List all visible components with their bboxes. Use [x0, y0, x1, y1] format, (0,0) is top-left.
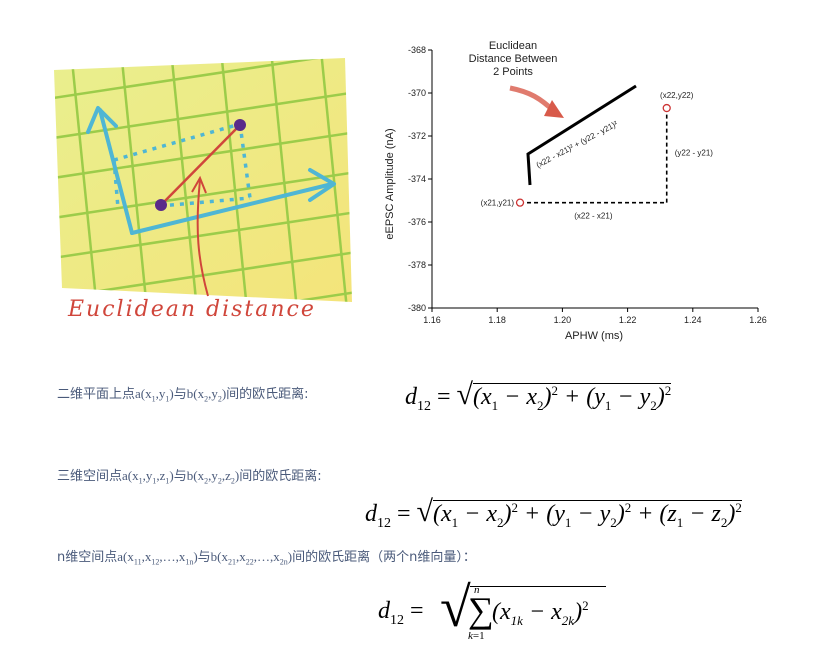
dy-label: (y22 - y21): [675, 148, 714, 157]
x-tick-label: 1.24: [684, 315, 702, 325]
y-tick-label: -376: [408, 217, 426, 227]
chart-title: Euclidean Distance Between 2 Points: [469, 40, 558, 78]
distance-line: [160, 124, 241, 206]
x-axis-label: APHW (ms): [565, 330, 623, 342]
x-tick-label: 1.26: [749, 315, 767, 325]
formula-3d: d12 = √(x1 − x2)2 + (y1 − y2)2 + (z1 − z…: [365, 495, 742, 531]
dotted-projection: [112, 122, 252, 209]
point-b: [234, 119, 246, 131]
grid-lines: [54, 58, 352, 302]
hypotenuse-bracket: [526, 84, 637, 186]
y-ticks: -368 -370 -372 -374 -376 -378 -380: [408, 45, 432, 313]
x-tick-label: 1.20: [554, 315, 572, 325]
euclidean-illustration: Euclidean distance: [54, 58, 352, 322]
hypotenuse-formula: (x22 - x21)² + (y22 - y21)²: [535, 119, 620, 170]
caption-2d: 二维平面上点a(x1,y1)与b(x2,y2)间的欧氏距离:: [57, 386, 309, 404]
y-tick-label: -378: [408, 260, 426, 270]
svg-text:2 Points: 2 Points: [493, 66, 533, 78]
data-point: [515, 198, 525, 207]
caption-nd: n维空间点a(x11,x12,…,x1n)与b(x21,x22,…,x2n)间的…: [57, 549, 476, 567]
illustration-caption: Euclidean distance: [67, 297, 316, 322]
caption-3d: 三维空间点a(x1,y1,z1)与b(x2,y2,z2)间的欧氏距离:: [57, 468, 322, 486]
y-axis-label: eEPSC Amplitude (nA): [384, 128, 396, 239]
formula-2d: d12 = √(x1 − x2)2 + (y1 − y2)2: [405, 378, 672, 414]
y-tick-label: -380: [408, 303, 426, 313]
distance-triangle: [515, 103, 671, 207]
y-tick-label: -370: [408, 88, 426, 98]
x-ticks: 1.16 1.18 1.20 1.22 1.24 1.26: [423, 308, 767, 325]
caption-pointer-arrow: [196, 179, 209, 297]
y-tick-label: -374: [408, 174, 426, 184]
x-tick-label: 1.22: [619, 315, 637, 325]
point-a: [155, 199, 167, 211]
scatter-chart: -368 -370 -372 -374 -376 -378 -380 1.16 1.18 1.2…: [384, 40, 767, 342]
point1-label: (x21,y21): [481, 199, 515, 208]
point2-label: (x22,y22): [660, 91, 694, 100]
svg-text:Euclidean: Euclidean: [489, 40, 537, 52]
dx-label: (x22 - x21): [574, 212, 613, 221]
svg-text:Distance Between: Distance Between: [469, 53, 558, 65]
x-tick-label: 1.18: [488, 315, 506, 325]
data-point: [662, 103, 671, 113]
x-tick-label: 1.16: [423, 315, 441, 325]
y-tick-label: -368: [408, 45, 426, 55]
y-tick-label: -372: [408, 131, 426, 141]
